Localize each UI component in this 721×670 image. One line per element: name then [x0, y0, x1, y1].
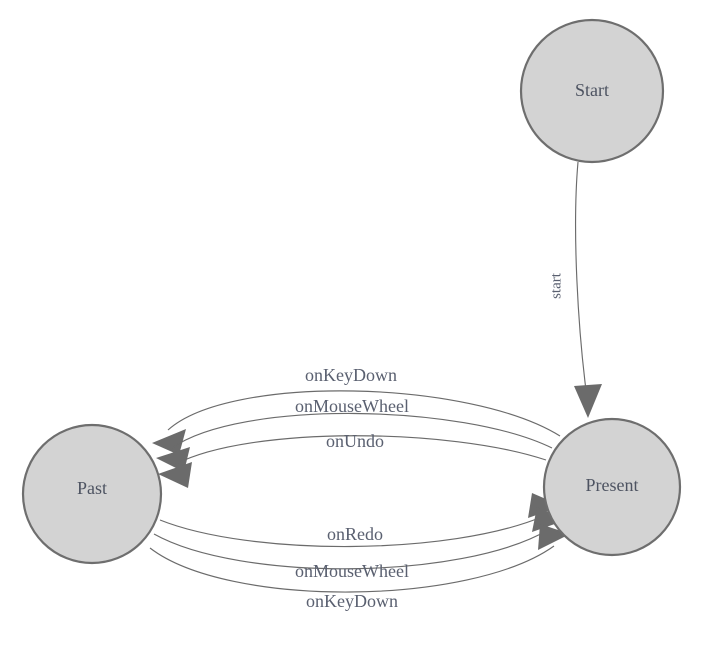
node-start-circle	[519, 18, 665, 164]
edge-label-present-past-onkeydown: onKeyDown	[305, 365, 397, 385]
node-present-label: Present	[586, 475, 639, 495]
edge-present-to-past-onundo[interactable]	[158, 435, 547, 488]
node-past[interactable]: Past	[21, 423, 163, 565]
edge-present-to-past-onundo-path	[175, 435, 547, 465]
edge-label-past-present-onmousewheel: onMouseWheel	[295, 561, 409, 581]
edge-present-to-past-onmousewheel-path	[171, 412, 553, 449]
edge-label-present-past-onundo: onUndo	[326, 431, 384, 451]
edge-present-to-past-onkeydown-path	[167, 390, 561, 437]
edge-label-past-present-onredo: onRedo	[327, 524, 383, 544]
edge-label-start: start	[548, 272, 564, 299]
edge-present-to-past-onkeydown[interactable]	[152, 390, 561, 455]
node-present-circle	[542, 417, 682, 557]
edge-start-to-present[interactable]	[574, 161, 602, 418]
edge-past-to-present-onredo-path	[159, 515, 545, 548]
edge-past-to-present-onkeydown-path	[149, 545, 555, 593]
edge-past-to-present-onmousewheel-path	[153, 529, 549, 570]
node-present[interactable]: Present	[542, 417, 682, 557]
edge-present-to-past-onkeydown-arrowhead	[152, 429, 186, 455]
node-start-label: Start	[575, 80, 609, 100]
edge-label-present-past-onmousewheel: onMouseWheel	[295, 396, 409, 416]
node-start[interactable]: Start	[519, 18, 665, 164]
edge-present-to-past-onundo-arrowhead	[158, 462, 192, 488]
edge-label-past-present-onkeydown: onKeyDown	[306, 591, 398, 611]
edge-past-to-present-onkeydown-arrowhead	[538, 524, 570, 550]
edge-start-to-present-arrowhead	[574, 384, 602, 418]
edge-past-to-present-onkeydown[interactable]	[149, 524, 570, 593]
node-past-circle	[21, 423, 163, 565]
node-past-label: Past	[77, 478, 107, 498]
edge-start-to-present-path	[575, 161, 588, 399]
